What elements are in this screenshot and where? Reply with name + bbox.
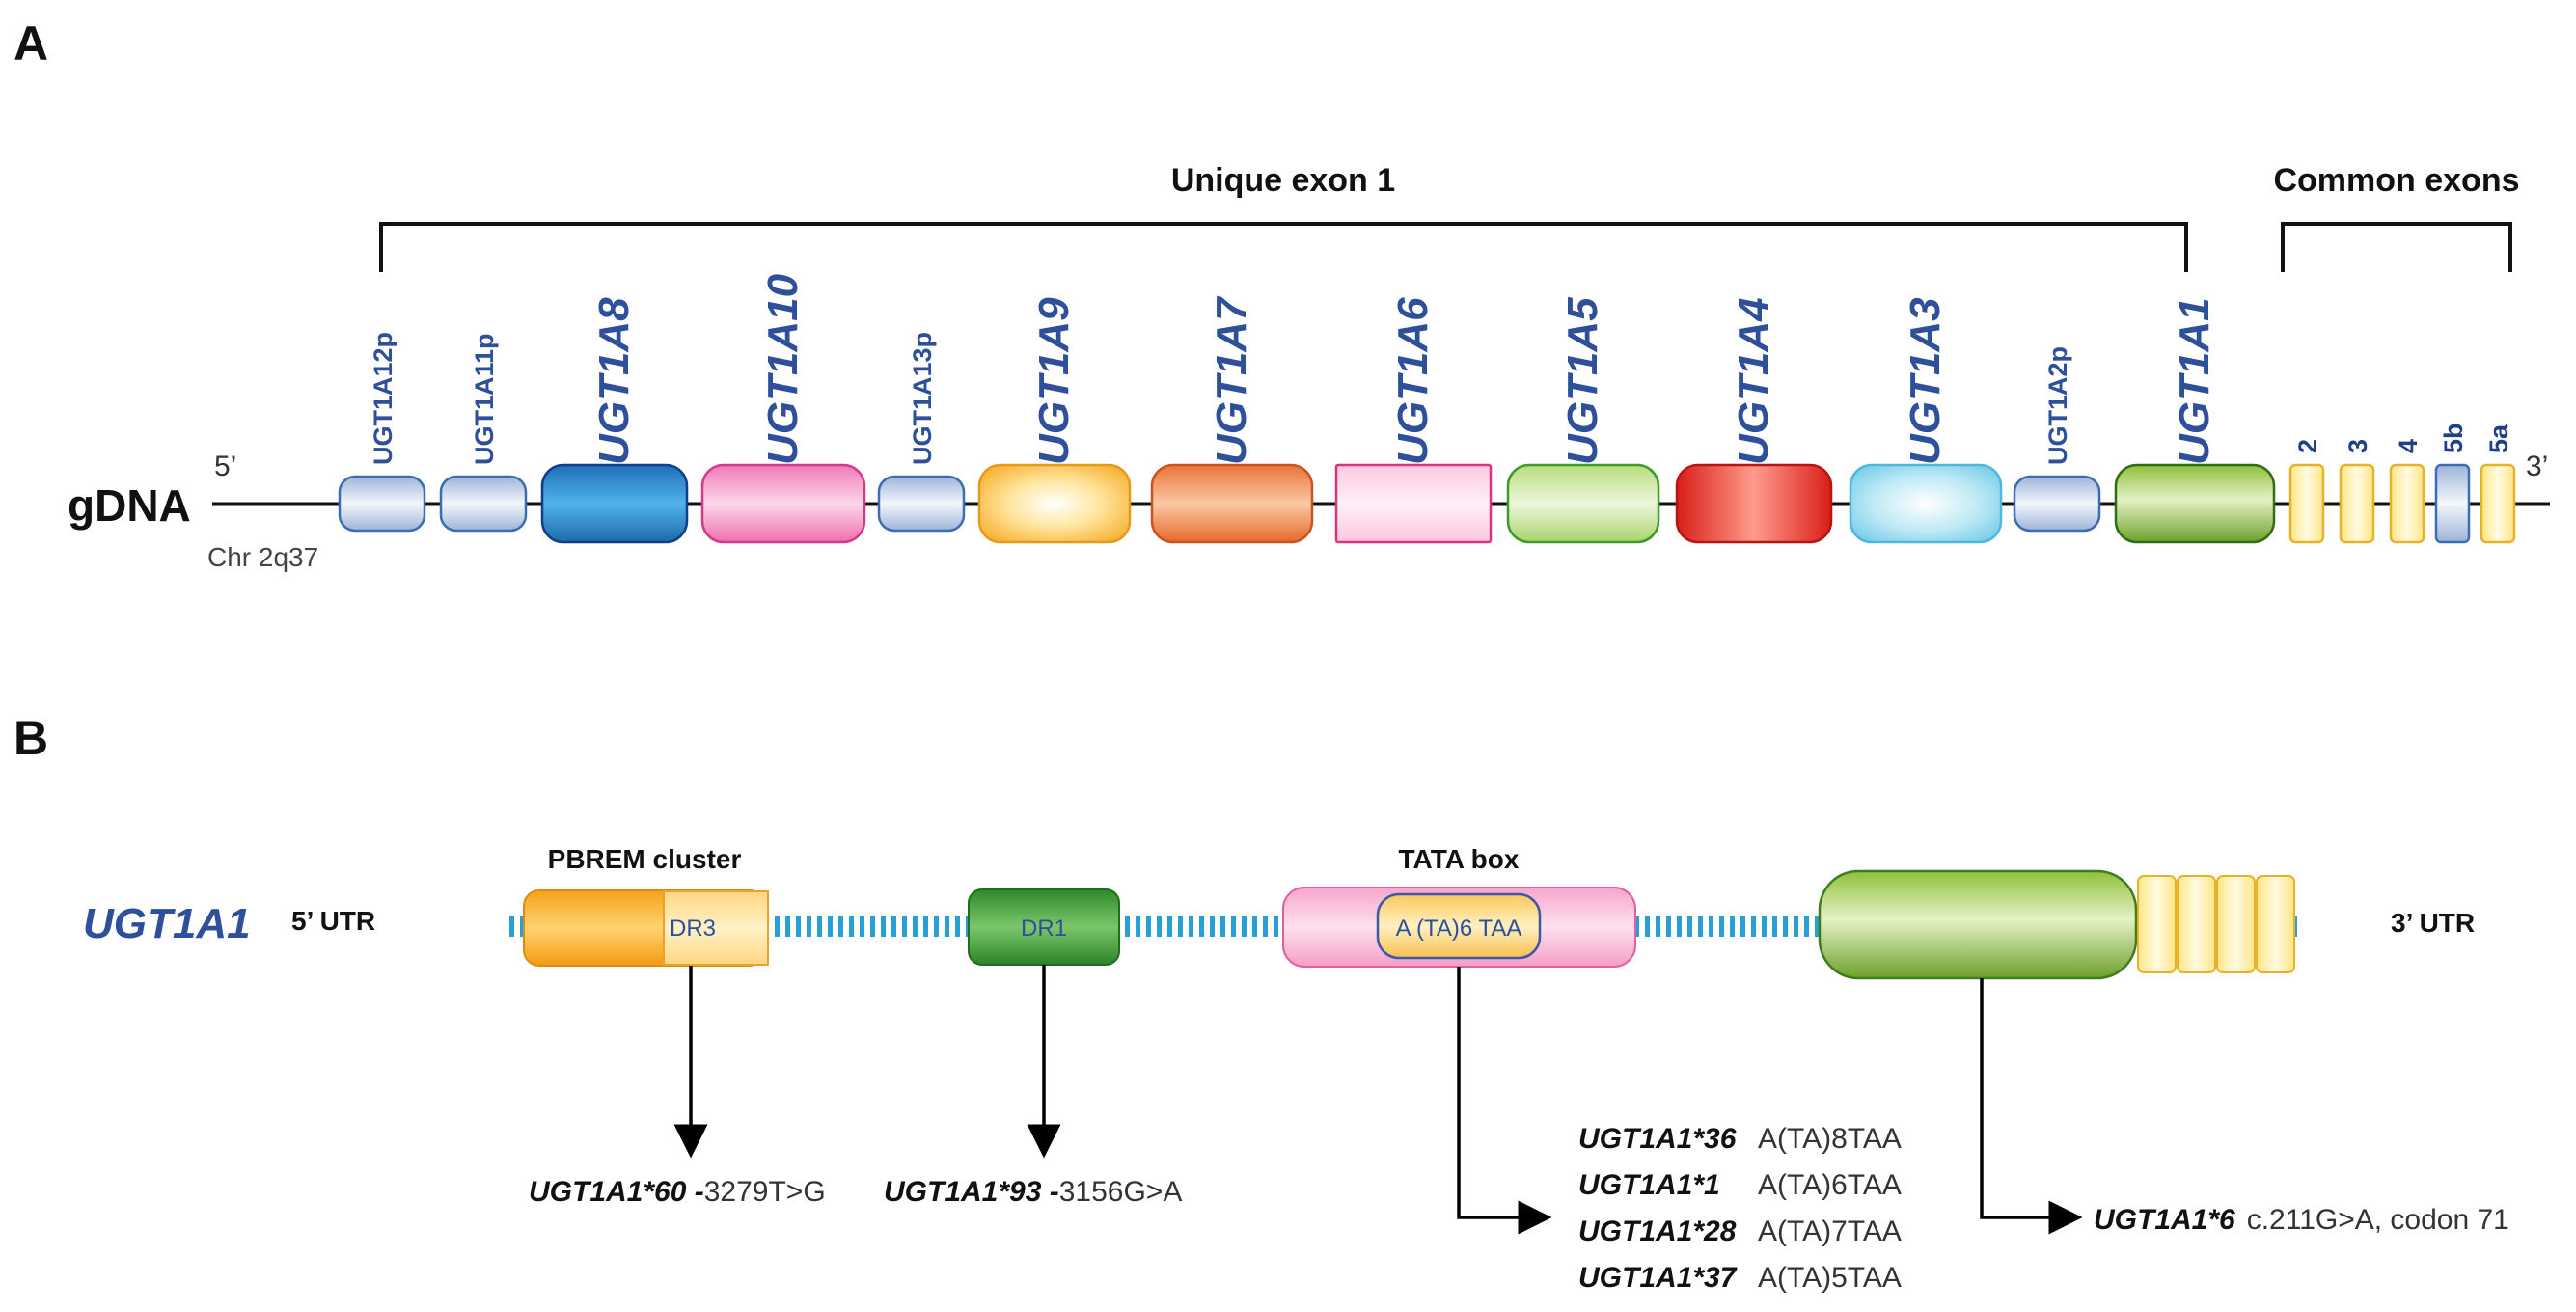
- pbrem-cluster-label: PBREM cluster: [548, 844, 742, 874]
- dr1-label: DR1: [1021, 916, 1067, 942]
- three-prime-label: 3’: [2526, 451, 2548, 482]
- exon-block-ugt1a2p: [2013, 475, 2101, 533]
- common-exon-label-3: 3: [2343, 439, 2372, 453]
- utr3-label: 3’ UTR: [2391, 908, 2475, 938]
- panel-a-letter: A: [14, 16, 48, 70]
- exon-label-ugt1a3: UGT1A3: [1902, 297, 1949, 465]
- exon-block-ugt1a5: [1506, 463, 1660, 544]
- exon-label-ugt1a9: UGT1A9: [1030, 297, 1078, 465]
- tata-box-label: TATA box: [1399, 844, 1520, 874]
- arrow-exon1: [1980, 978, 2083, 1235]
- exon-block-ugt1a7: [1150, 463, 1314, 544]
- exon-block-ugt1a1: [2114, 463, 2276, 544]
- five-prime-label: 5’: [214, 451, 236, 482]
- exon-block-ugt1a3: [1849, 463, 2003, 544]
- exon-label-ugt1a7: UGT1A7: [1208, 295, 1255, 465]
- exon-block-ugt1a8: [540, 463, 689, 544]
- utr5-label: 5’ UTR: [291, 906, 375, 936]
- common-exon-3: [2339, 463, 2375, 544]
- common-exon-5a: [2480, 463, 2516, 544]
- exon-block-ugt1a11p: [439, 475, 528, 533]
- common-exon-5b: [2434, 463, 2471, 544]
- exon-label-ugt1a2p: UGT1A2p: [2043, 346, 2072, 465]
- common-exon-label-4: 4: [2394, 439, 2423, 453]
- ugt1a1-exon1-block: [1818, 869, 2138, 980]
- exon-block-ugt1a6: [1334, 463, 1493, 544]
- unique-exon-group: UGT1A12p UGT1A11p UGT1A8 UGT1A10 UGT1A13p UGT…: [338, 273, 2276, 544]
- common-exon-b-4: [2256, 875, 2295, 973]
- exon-block-ugt1a4: [1675, 463, 1833, 544]
- common-exons-bracket: [2281, 222, 2512, 272]
- exon-label-ugt1a6: UGT1A6: [1389, 297, 1437, 465]
- common-exon-b-2: [2177, 875, 2216, 973]
- unique-exon-label: Unique exon 1: [1171, 162, 1395, 199]
- common-exons-label: Common exons: [2273, 162, 2519, 199]
- common-exon-4: [2389, 463, 2425, 544]
- exon-label-ugt1a10: UGT1A10: [759, 273, 807, 465]
- exon-block-ugt1a13p: [877, 475, 966, 533]
- common-exon-2: [2288, 463, 2325, 544]
- tata-inner-label: A (TA)6 TAA: [1396, 916, 1522, 942]
- common-exon-label-5b: 5b: [2439, 423, 2468, 453]
- common-exon-group: 2 3 4 5b 5a: [2288, 423, 2516, 544]
- chromosome-label: Chr 2q37: [207, 542, 318, 572]
- common-exon-label-5a: 5a: [2484, 424, 2513, 453]
- dr3-label: DR3: [670, 916, 716, 942]
- exon-label-ugt1a5: UGT1A5: [1559, 297, 1606, 465]
- exon-label-ugt1a8: UGT1A8: [590, 297, 638, 465]
- allele-93: UGT1A1*93 -3156G>A: [884, 1176, 1182, 1208]
- allele-60: UGT1A1*60 -3279T>G: [529, 1176, 826, 1208]
- gdna-label: gDNA: [68, 480, 191, 531]
- exon-label-ugt1a4: UGT1A4: [1730, 297, 1777, 465]
- common-exon-label-2: 2: [2293, 439, 2322, 453]
- dr3-element: [663, 890, 769, 966]
- tata-inner-repeat: [1376, 892, 1542, 960]
- exon-label-ugt1a12p: UGT1A12p: [369, 332, 397, 465]
- exon-label-ugt1a11p: UGT1A11p: [470, 333, 499, 465]
- common-exon-b-1: [2137, 875, 2177, 973]
- exon-label-ugt1a1: UGT1A1: [2171, 297, 2218, 465]
- ugt1a1-gene-title: UGT1A1: [83, 900, 251, 947]
- panel-b-letter: B: [14, 711, 48, 765]
- exon-block-ugt1a9: [977, 463, 1132, 544]
- exon-label-ugt1a13p: UGT1A13p: [908, 332, 937, 465]
- arrow-tata: [1457, 967, 1552, 1235]
- exon-block-ugt1a10: [700, 463, 866, 544]
- exon-block-ugt1a12p: [338, 475, 426, 533]
- unique-exon-bracket: [379, 222, 2188, 272]
- common-exon-b-3: [2216, 875, 2256, 973]
